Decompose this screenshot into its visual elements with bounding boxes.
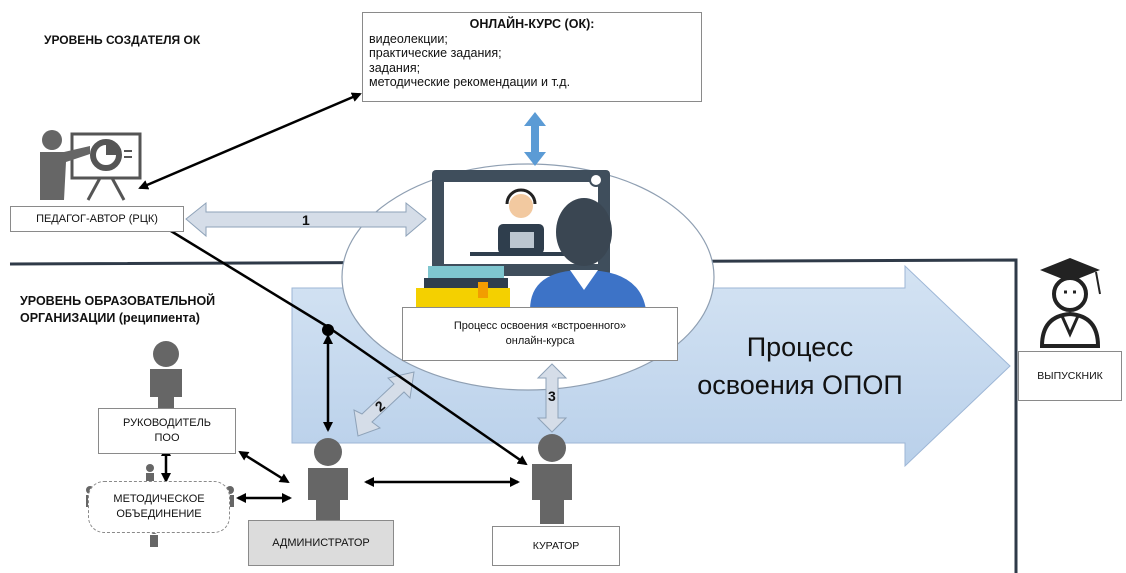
opop-line2: освоения ОПОП xyxy=(697,370,903,400)
curator-box: КУРАТОР xyxy=(492,526,620,566)
organization-level-label: УРОВЕНЬ ОБРАЗОВАТЕЛЬНОЙ ОРГАНИЗАЦИИ (рец… xyxy=(20,293,215,327)
method-line1: МЕТОДИЧЕСКОЕ xyxy=(113,493,205,505)
curator-person-icon xyxy=(532,434,572,524)
author-box: ПЕДАГОГ-АВТОР (РЦК) xyxy=(10,206,184,232)
opop-process-label: Процесс освоения ОПОП xyxy=(660,328,940,404)
course-item: методические рекомендации и т.д. xyxy=(369,75,571,89)
admin-label: АДМИНИСТРАТОР xyxy=(272,537,370,549)
graduate-box: ВЫПУСКНИК xyxy=(1018,351,1122,401)
graduate-label: ВЫПУСКНИК xyxy=(1037,370,1103,382)
course-item: задания; xyxy=(369,60,421,75)
video-lesson-illustration xyxy=(416,170,646,310)
online-course-title: ОНЛАЙН-КУРС (ОК): xyxy=(469,17,595,31)
course-item: практические задания; xyxy=(369,46,502,60)
curator-label: КУРАТОР xyxy=(532,540,580,552)
organization-level-line2: ОРГАНИЗАЦИИ (реципиента) xyxy=(20,311,200,325)
head-person-icon xyxy=(150,341,182,408)
head-line1: РУКОВОДИТЕЛЬ xyxy=(122,417,212,429)
inner-process-line1: Процесс освоения «встроенного» xyxy=(453,320,627,332)
online-course-box: ОНЛАЙН-КУРС (ОК): видеолекции; практичес… xyxy=(362,12,702,102)
presenter-icon xyxy=(40,130,142,201)
opop-line1: Процесс xyxy=(746,332,854,362)
course-ellipse-arrow xyxy=(524,112,546,166)
admin-box: АДМИНИСТРАТОР xyxy=(248,520,394,566)
connector-1-number: 1 xyxy=(302,212,310,228)
inner-process-line2: онлайн-курса xyxy=(505,335,575,347)
method-line2: ОБЪЕДИНЕНИЕ xyxy=(116,508,202,520)
inner-process-box: Процесс освоения «встроенного» онлайн-ку… xyxy=(402,307,678,361)
head-line2: ПОО xyxy=(154,432,180,444)
admin-person-icon xyxy=(308,438,348,520)
connector-3-number: 3 xyxy=(548,388,556,404)
creator-level-label: УРОВЕНЬ СОЗДАТЕЛЯ ОК xyxy=(44,33,201,47)
course-item: видеолекции; xyxy=(369,31,448,46)
author-label: ПЕДАГОГ-АВТОР (РЦК) xyxy=(36,213,158,225)
junction-dot xyxy=(322,324,334,336)
connector-3-arrow xyxy=(536,363,568,433)
relationship-lines xyxy=(138,92,528,503)
head-box: РУКОВОДИТЕЛЬ ПОО xyxy=(98,408,236,454)
graduate-icon xyxy=(1039,258,1101,348)
connector-1-arrow xyxy=(185,201,427,238)
connector-2-arrow xyxy=(353,371,415,437)
organization-level-line1: УРОВЕНЬ ОБРАЗОВАТЕЛЬНОЙ xyxy=(20,294,216,308)
method-association-box: МЕТОДИЧЕСКОЕ ОБЪЕДИНЕНИЕ xyxy=(88,481,230,533)
